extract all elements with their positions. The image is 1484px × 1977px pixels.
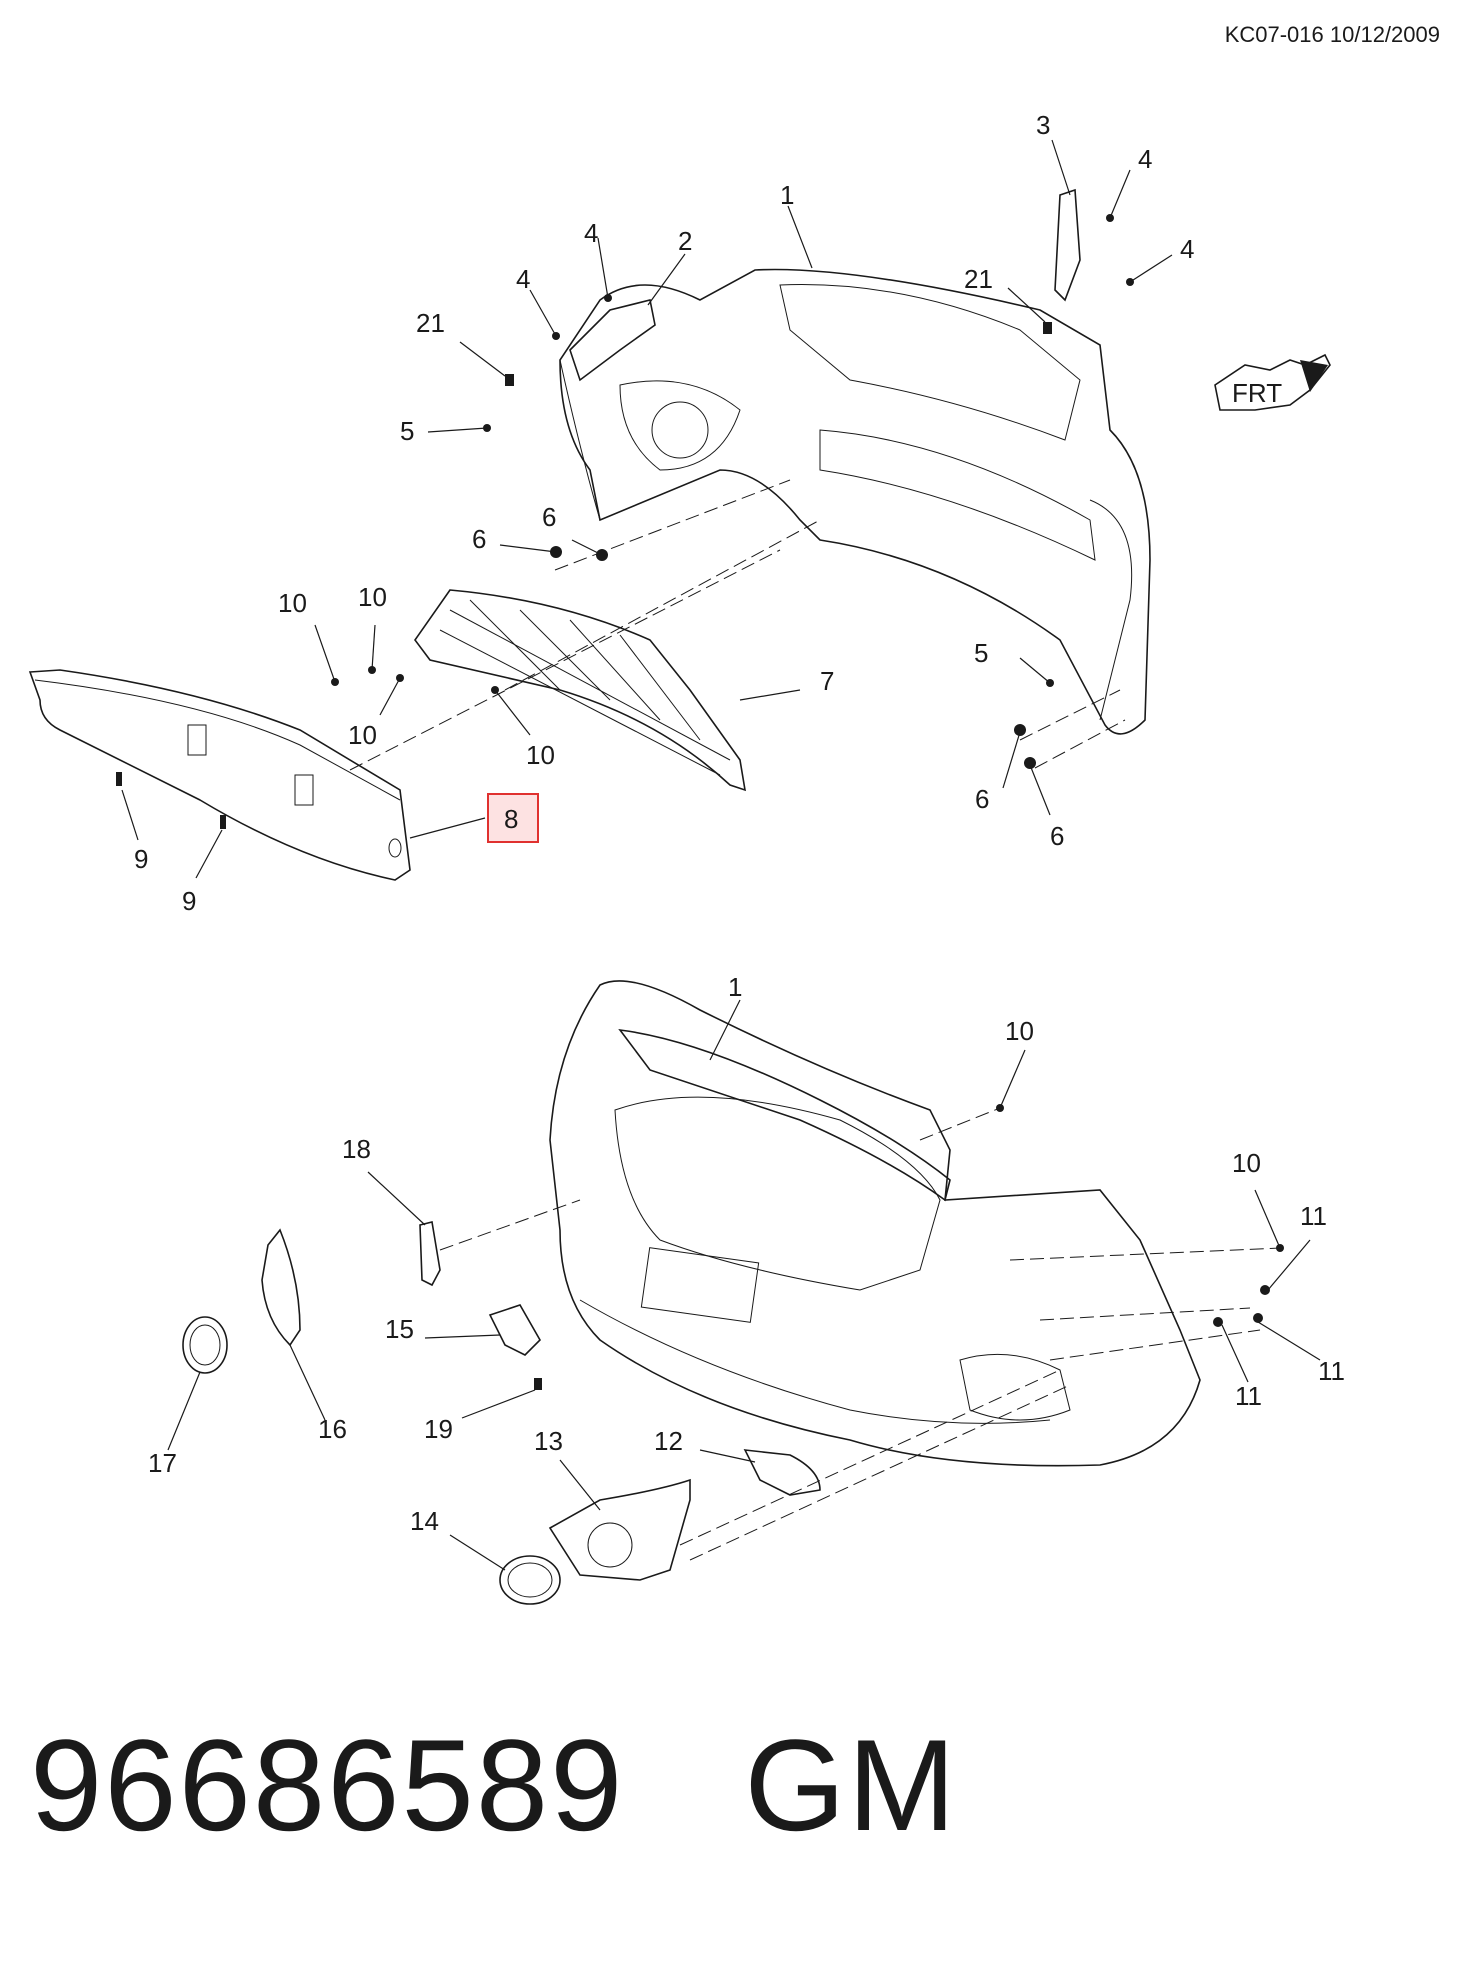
highlight-box-8: [487, 793, 539, 843]
callout-10: 10: [526, 740, 555, 770]
callout-5: 5: [400, 416, 414, 446]
callout-11: 11: [1235, 1381, 1262, 1411]
upper-fascia-outline: [559, 268, 1151, 735]
callout-4: 4: [1180, 234, 1194, 264]
bezel-16: [261, 1228, 301, 1347]
callout-11: 11: [1318, 1356, 1345, 1386]
bracket-12: [743, 1449, 821, 1496]
callout-6: 6: [472, 524, 486, 554]
callout-15: 15: [385, 1314, 414, 1344]
callout-16: 16: [318, 1414, 347, 1444]
lower-lip: [579, 1299, 1051, 1424]
callout-4: 4: [516, 264, 530, 294]
callout-7: 7: [820, 666, 834, 696]
front-orientation-arrow: FRT: [1214, 353, 1331, 411]
lower-grille-7: [414, 589, 747, 792]
callout-4: 4: [1138, 144, 1152, 174]
callout-17: 17: [148, 1448, 177, 1478]
energy-absorber-8: [28, 669, 411, 881]
callout-14: 14: [410, 1506, 439, 1536]
callout-12: 12: [654, 1426, 683, 1456]
callout-9: 9: [134, 844, 148, 874]
drawing-reference: KC07-016 10/12/2009: [1224, 22, 1440, 47]
lower-bumper-assembly: 1 10 10 11 11 11 12 13 14 15 16 17 18 19: [148, 972, 1345, 1605]
upper-bumper-assembly: FRT: [28, 110, 1331, 916]
fog-lamp-17: [182, 1316, 228, 1374]
callout-10: 10: [348, 720, 377, 750]
absorber-slot-1: [187, 724, 207, 756]
callout-11: 11: [1300, 1201, 1327, 1231]
fog-lamp-bezel-13: [548, 1478, 691, 1581]
part-number: 96686589: [30, 1712, 625, 1858]
callout-9: 9: [182, 886, 196, 916]
callout-10: 10: [358, 582, 387, 612]
absorber-end-hole: [388, 838, 402, 858]
callout-2: 2: [678, 226, 692, 256]
fog-lamp-14: [499, 1555, 561, 1605]
deflector-15: [488, 1304, 541, 1356]
brand-name: GM: [744, 1712, 958, 1858]
bracket-2: [569, 299, 656, 382]
bracket-3: [1054, 188, 1081, 302]
lower-foglamp-pocket: [959, 1353, 1071, 1421]
upper-foglamp-pocket: [619, 380, 741, 471]
callout-10: 10: [278, 588, 307, 618]
callout-4: 4: [584, 218, 598, 248]
callout-21: 21: [964, 264, 993, 294]
upper-grille-bar: [618, 1028, 951, 1202]
callout-8: 8: [504, 804, 518, 834]
cover-18: [419, 1221, 441, 1287]
callout-10: 10: [1232, 1148, 1261, 1178]
callout-6: 6: [542, 502, 556, 532]
callout-1: 1: [780, 180, 794, 210]
lower-grille-opening: [614, 1096, 941, 1291]
callout-3: 3: [1036, 110, 1050, 140]
callout-21: 21: [416, 308, 445, 338]
upper-grille-opening: [779, 284, 1081, 441]
upper-side-edge: [559, 359, 601, 521]
grille-mesh: [439, 599, 731, 776]
callout-18: 18: [342, 1134, 371, 1164]
absorber-top-edge: [34, 679, 401, 801]
absorber-slot-2: [294, 774, 314, 806]
callout-6: 6: [1050, 821, 1064, 851]
callout-19: 19: [424, 1414, 453, 1444]
front-orientation-label: FRT: [1232, 378, 1282, 408]
license-plate-area: [640, 1247, 760, 1323]
lower-fascia-outline: [549, 980, 1201, 1467]
callout-6: 6: [975, 784, 989, 814]
upper-fascia-lower-lip: [819, 429, 1096, 561]
callout-5: 5: [974, 638, 988, 668]
upper-fascia-corner: [1089, 499, 1133, 721]
upper-foglamp-ring: [651, 401, 709, 459]
callout-10: 10: [1005, 1016, 1034, 1046]
callout-1: 1: [728, 972, 742, 1002]
callout-13: 13: [534, 1426, 563, 1456]
